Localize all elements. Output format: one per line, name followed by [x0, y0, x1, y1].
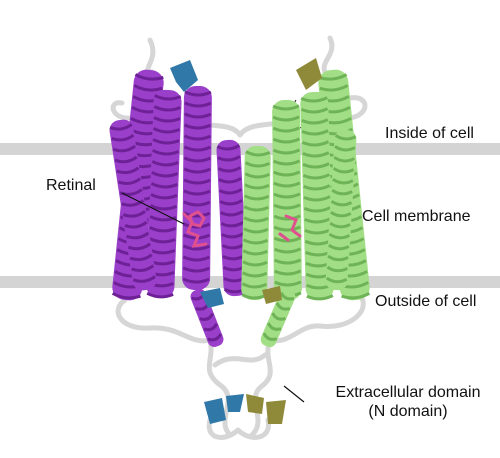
label-retinal: Retinal [46, 177, 96, 194]
loop-n-domain-cross [212, 352, 268, 368]
sheet-mid-left-blue [200, 288, 224, 308]
loop-top-left [145, 37, 156, 75]
helix-right-5 [325, 129, 357, 291]
sheet-n-left-blue [204, 398, 226, 424]
loop-n-domain-right [249, 337, 273, 438]
n-domain-leader [283, 385, 305, 403]
loop-bottom-right [267, 292, 366, 344]
retinal-molecules [182, 210, 302, 248]
helix-right-3 [272, 99, 302, 301]
beta-sheets [170, 58, 322, 424]
helix-right-4 [241, 145, 271, 301]
label-inside-of-cell: Inside of cell [385, 125, 474, 142]
helix-left-6 [190, 289, 224, 347]
sheet-top-left-blue [170, 60, 198, 92]
retinal-left-ring [188, 210, 206, 228]
sheet-n-right-olive [266, 400, 286, 424]
helix-right-6 [260, 288, 296, 348]
helix-right-2 [300, 91, 334, 301]
retinal-right [284, 214, 302, 238]
sheet-n-center-olive [246, 394, 264, 414]
loop-top-right [321, 35, 335, 77]
loop-n-domain-base [206, 417, 271, 440]
sheet-mid-right-olive [262, 286, 282, 304]
loop-n-domain-left [206, 337, 233, 438]
helix-bundle-right [241, 69, 371, 348]
label-extracellular-domain: Extracellular domain (N domain) [318, 383, 498, 421]
sheet-top-right-olive [296, 58, 322, 90]
loop-bottom-left [115, 297, 213, 344]
label-outside-of-cell: Outside of cell [375, 293, 477, 310]
retinal-right-tip [278, 232, 290, 242]
helix-left-3 [182, 85, 212, 291]
loops [110, 35, 368, 440]
helix-left-2 [146, 89, 182, 299]
leader-lines [121, 192, 305, 403]
label-extracellular-line1: Extracellular domain [335, 384, 481, 401]
loop-inner-right [347, 95, 368, 121]
label-cell-membrane: Cell membrane [362, 208, 471, 225]
sheet-n-center-blue [226, 394, 244, 412]
label-extracellular-line2: (N domain) [368, 403, 448, 420]
helix-left-4 [109, 119, 157, 291]
retinal-leader [121, 192, 185, 225]
loop-inner-left [110, 100, 135, 121]
helix-bundle-left [109, 69, 248, 347]
